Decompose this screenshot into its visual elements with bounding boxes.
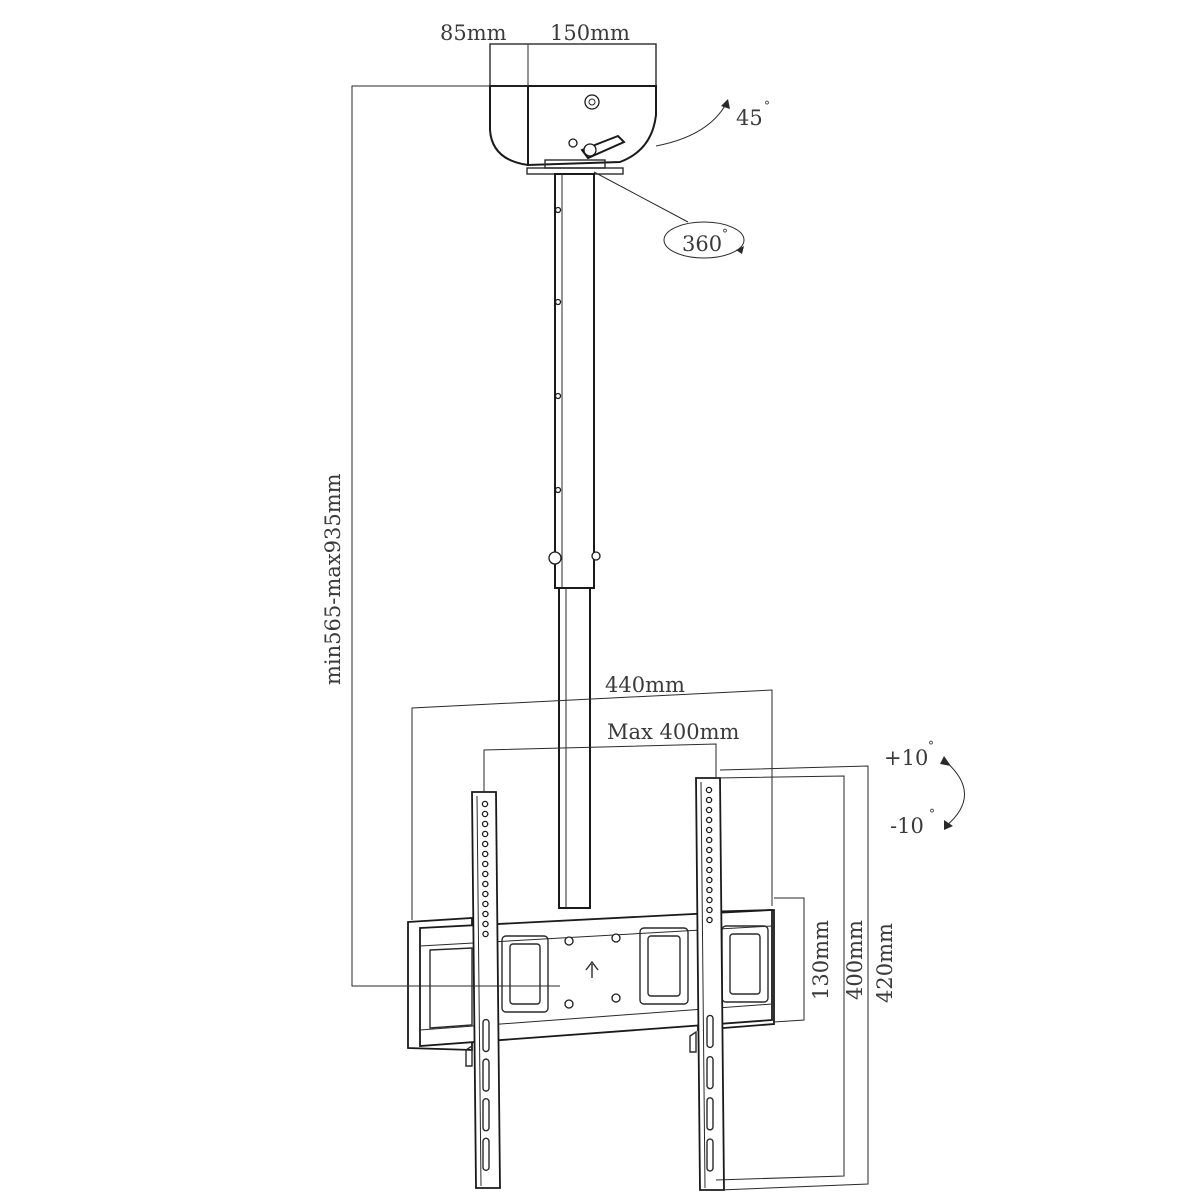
rail-hole — [705, 846, 713, 854]
rail-height-label: 420mm — [873, 923, 897, 1003]
tilt-bottom-arrow-icon — [940, 756, 965, 830]
rail-hole — [482, 880, 489, 888]
swivel-label: 360 — [682, 232, 722, 256]
rail-hole — [482, 900, 489, 908]
rail-hole — [706, 886, 713, 894]
rail-slot — [706, 1138, 714, 1172]
tilt-top-label: 45 — [736, 106, 763, 130]
rail-slot — [482, 1098, 490, 1132]
left-vertical-rail — [465, 791, 501, 1189]
ceiling-head-unit — [489, 43, 657, 175]
rail-hole — [482, 870, 489, 878]
tilt-down-label: -10 — [890, 814, 924, 838]
rail-hole — [482, 910, 489, 918]
swivel-360-arrow-icon — [663, 221, 745, 259]
rail-hole — [706, 856, 713, 864]
dimension-lines — [351, 85, 869, 1191]
bracket-width-label: 440mm — [605, 673, 685, 697]
rail-hole — [482, 890, 489, 898]
rail-hole — [481, 860, 489, 868]
rail-slot — [482, 1137, 490, 1172]
rail-slot — [482, 1018, 490, 1053]
rail-slot — [706, 1097, 714, 1131]
rail-hole — [706, 876, 713, 884]
rail-hole — [481, 830, 489, 838]
rail-hole — [482, 920, 489, 928]
rail-slot — [706, 1055, 714, 1090]
vesa-height-label: 400mm — [843, 920, 867, 1000]
rail-hole — [481, 840, 489, 848]
tilt-up-label: +10 — [884, 746, 928, 770]
horizontal-mounting-plate — [407, 909, 775, 1051]
width-top-label: 150mm — [550, 21, 630, 45]
tilt-up-degree: ° — [928, 739, 934, 753]
swivel-degree: ° — [722, 227, 728, 241]
rail-hole — [481, 820, 489, 828]
rail-hole — [705, 836, 713, 844]
vesa-max-width-label: Max 400mm — [607, 720, 740, 744]
rail-hole — [481, 800, 489, 808]
rail-hole — [706, 916, 713, 924]
rail-hole — [706, 896, 713, 904]
rail-hole — [705, 786, 713, 794]
rail-hole — [482, 930, 489, 938]
rail-hole — [705, 816, 713, 824]
rail-hole — [481, 850, 489, 858]
tilt-top-degree: ° — [764, 99, 770, 113]
tilt-down-degree: ° — [929, 807, 935, 821]
rail-hole — [705, 826, 713, 834]
rail-hole — [481, 810, 489, 818]
rail-slot — [706, 1014, 714, 1049]
rail-hole — [705, 806, 713, 814]
depth-label: 85mm — [440, 21, 507, 45]
rail-hole — [706, 906, 713, 914]
height-range-label: min565-max935mm — [321, 473, 345, 685]
plate-height-label: 130mm — [809, 920, 833, 1000]
tilt-top-arrow-icon — [655, 99, 730, 147]
telescopic-pole — [548, 173, 601, 909]
rail-slot — [482, 1058, 490, 1092]
rail-hole — [706, 866, 713, 874]
rail-hole — [705, 796, 713, 804]
